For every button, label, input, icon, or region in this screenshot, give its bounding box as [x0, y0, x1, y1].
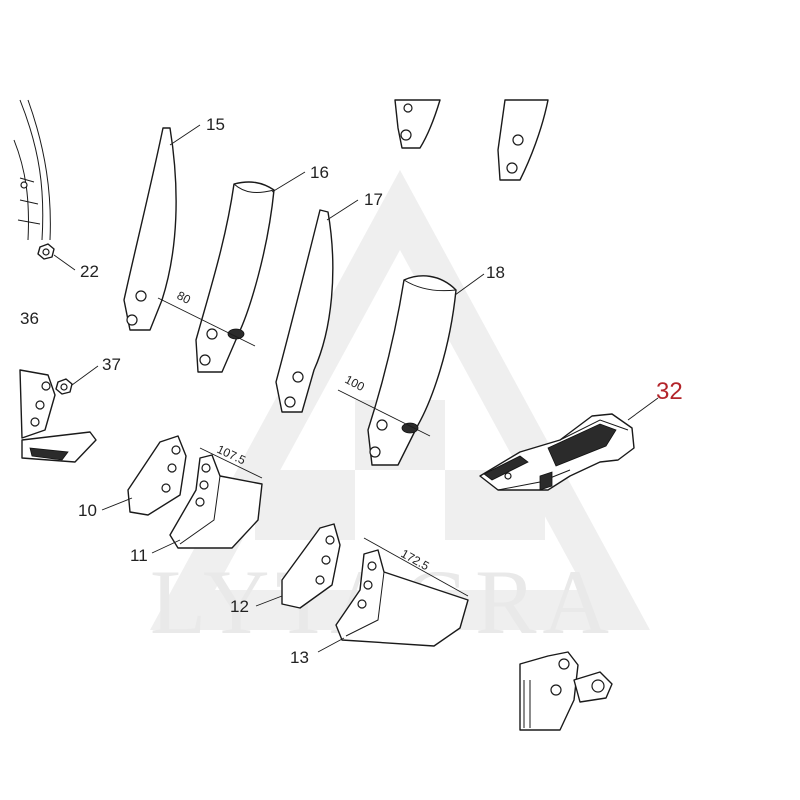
callout-37: 37 [102, 355, 121, 374]
blade-17 [275, 209, 334, 413]
callout-22: 22 [80, 262, 99, 281]
callout-15: 15 [206, 115, 225, 134]
shin-16 [195, 181, 275, 373]
share-10 [127, 435, 187, 516]
share-12 [281, 523, 341, 609]
dimension-107-5: 107.5 [215, 442, 248, 468]
dimension-80: 80 [175, 288, 194, 307]
callout-10: 10 [78, 501, 97, 520]
share-13 [335, 549, 469, 647]
callout-16: 16 [310, 163, 329, 182]
shin-top-left-partial [394, 99, 441, 149]
callout-36: 36 [20, 309, 39, 328]
machine-frame-partial [13, 99, 51, 241]
callout-11: 11 [130, 546, 148, 565]
shin-top-right-partial [497, 99, 549, 181]
share-11 [169, 454, 263, 549]
callout-18: 18 [486, 263, 505, 282]
blade-15 [123, 127, 177, 331]
callout-12: 12 [230, 597, 249, 616]
shin-18 [367, 275, 457, 466]
nut-22 [37, 243, 55, 260]
bracket-36 [19, 369, 97, 463]
callout-32: 32 [656, 378, 683, 405]
cover-32 [479, 413, 635, 491]
bracket-bottom-partial [519, 651, 613, 731]
callout-17: 17 [364, 190, 383, 209]
callout-13: 13 [290, 648, 309, 667]
nut-37 [55, 378, 73, 395]
